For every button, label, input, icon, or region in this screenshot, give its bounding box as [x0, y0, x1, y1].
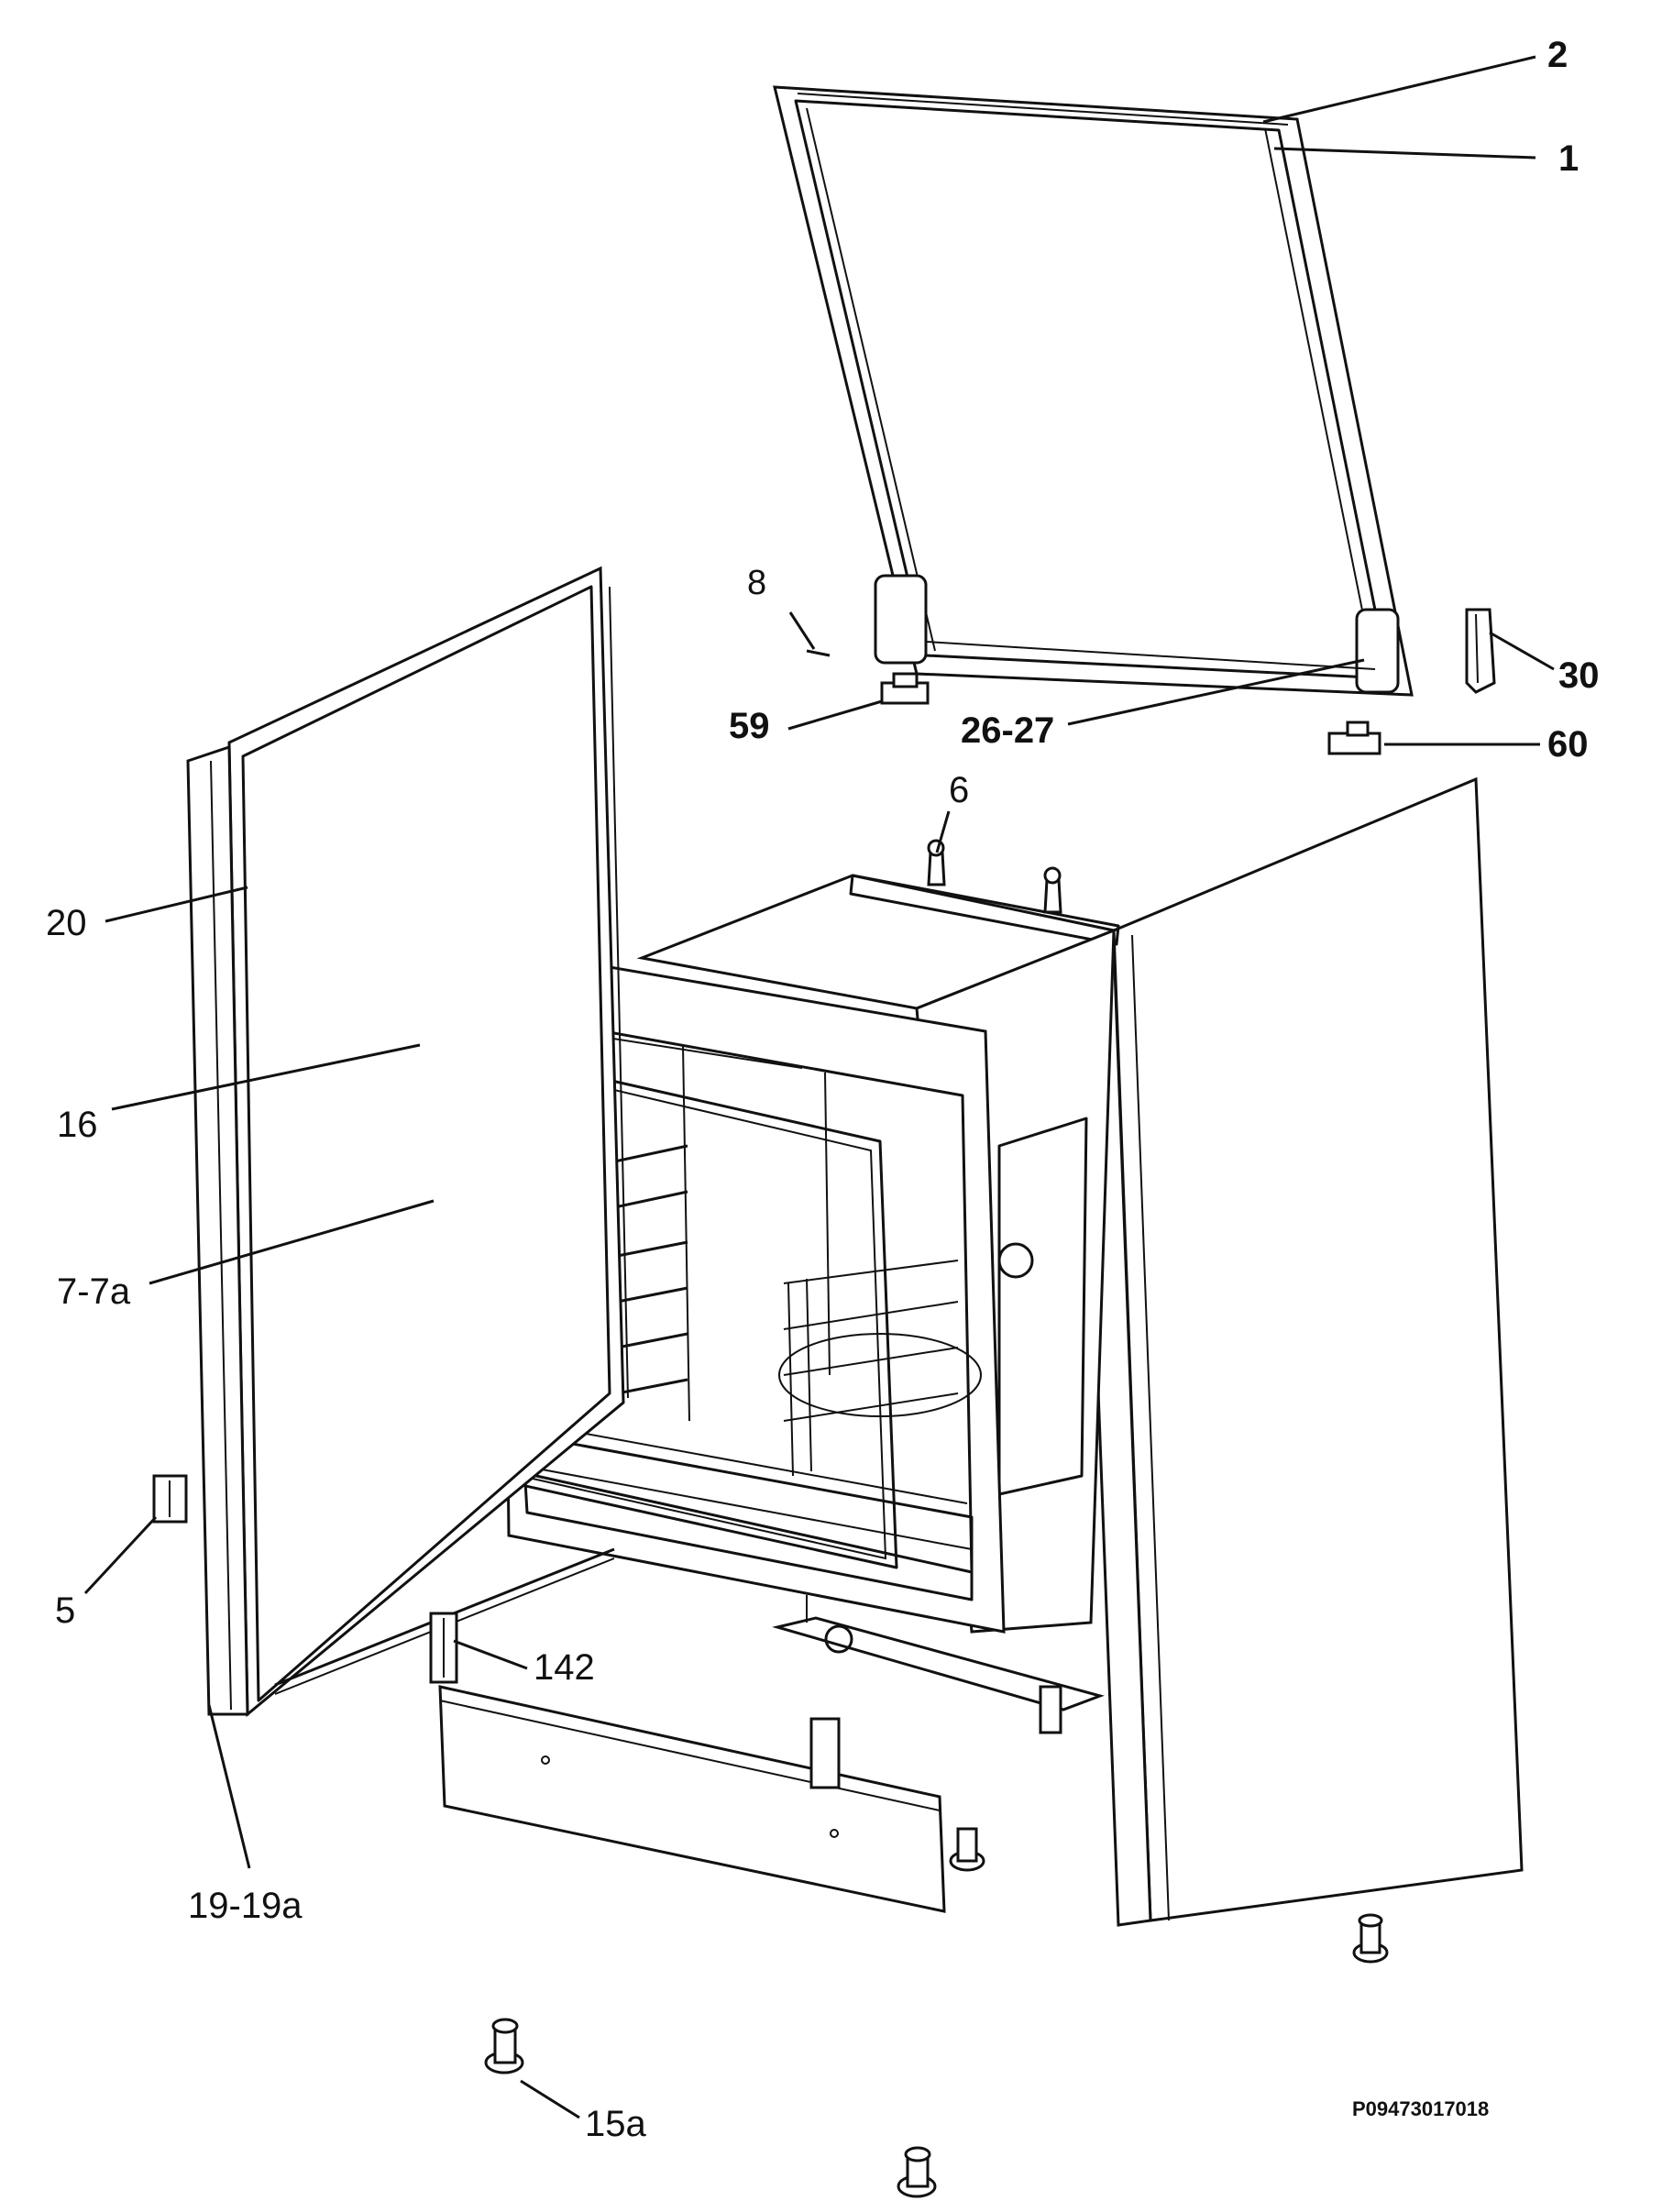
label-2: 2	[1547, 35, 1568, 75]
label-5: 5	[55, 1590, 75, 1631]
drawing-code: P09473017018	[1352, 2097, 1489, 2120]
foot-right	[1352, 1913, 1389, 1964]
label-59: 59	[729, 706, 770, 746]
part-20-left-panel	[227, 566, 629, 1718]
label-8: 8	[747, 564, 766, 602]
label-6: 6	[949, 770, 969, 810]
foot-kick-right	[949, 1827, 985, 1872]
foot-left	[484, 2018, 524, 2074]
part-30-hinge	[1465, 608, 1496, 694]
right-side-panel	[1080, 776, 1524, 1927]
label-7-7a: 7-7a	[57, 1271, 131, 1312]
top-panel	[773, 85, 1414, 697]
part-5-latch	[152, 1474, 188, 1524]
part-19-left-strip	[186, 744, 249, 1716]
label-20: 20	[46, 903, 87, 943]
label-142: 142	[534, 1647, 595, 1688]
part-60-bracket	[1327, 721, 1381, 755]
label-19-19a: 19-19a	[188, 1886, 303, 1926]
part-8-clip	[806, 649, 831, 657]
leader-lines	[83, 55, 1555, 2119]
part-59-bracket	[880, 672, 930, 705]
foot-center	[897, 2146, 937, 2198]
label-16: 16	[57, 1105, 98, 1145]
label-26-27: 26-27	[961, 710, 1054, 751]
part-142-bracket	[429, 1612, 458, 1684]
front-frame	[501, 947, 1006, 1634]
label-30: 30	[1558, 655, 1600, 696]
part-labels: 2 1 8 30 59 26-27 60 6 20 16 7-7a 5 142 …	[46, 35, 1600, 2144]
label-60: 60	[1547, 724, 1589, 765]
bottom-rear-rail	[772, 1595, 1105, 1734]
label-1: 1	[1558, 138, 1579, 179]
label-15a: 15a	[585, 2104, 646, 2144]
